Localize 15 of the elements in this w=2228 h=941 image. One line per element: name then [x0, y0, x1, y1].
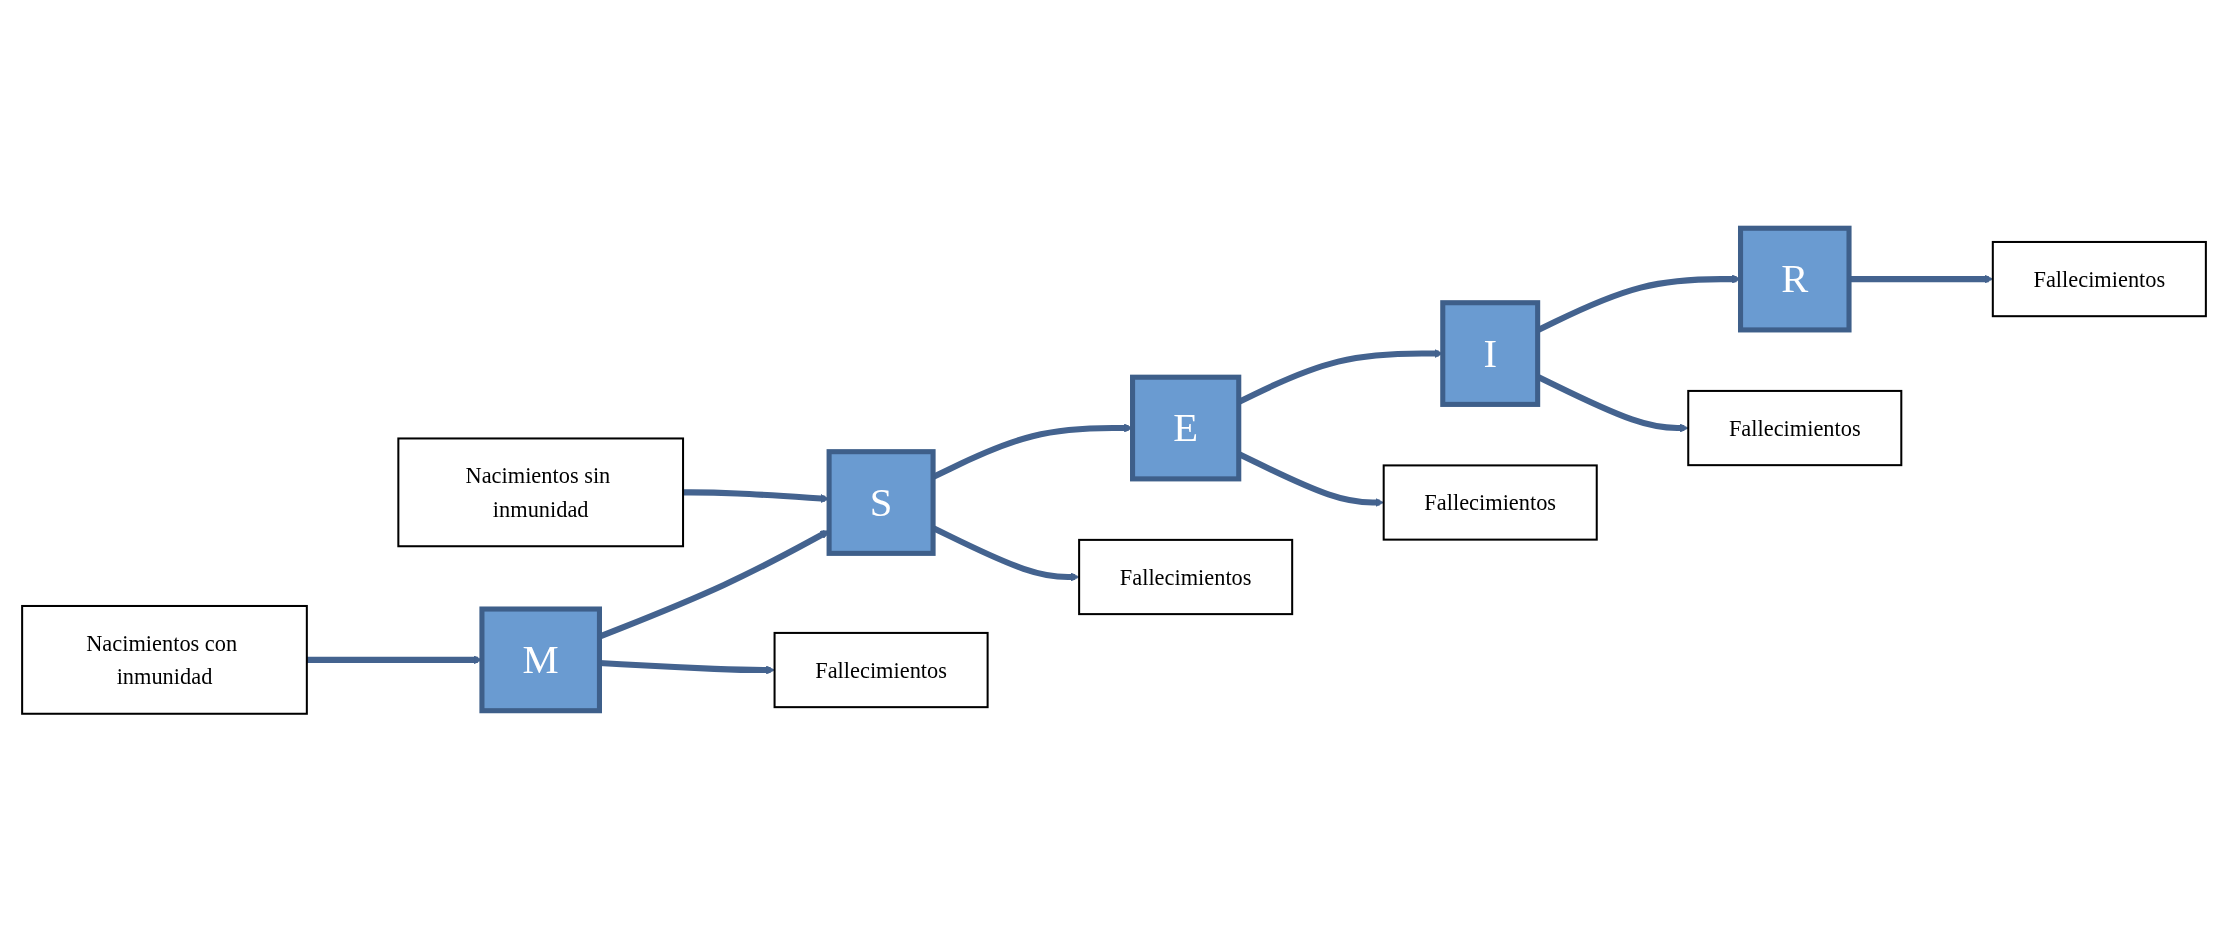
node-box: Fallecimientos [1078, 538, 1294, 615]
arrow [683, 488, 830, 503]
node-box: M [479, 606, 602, 713]
node-box: Nacimientos con inmunidad [21, 604, 308, 715]
node-box: Fallecimientos [1991, 240, 2207, 317]
node-box: Nacimientos sin inmunidad [397, 436, 685, 547]
node-box: Fallecimientos [1687, 389, 1903, 466]
arrow [1849, 274, 1994, 284]
node-box: Fallecimientos [1382, 463, 1598, 541]
arrow [599, 659, 775, 674]
node-box: R [1738, 225, 1852, 332]
node-box: I [1440, 299, 1541, 407]
node-box: Fallecimientos [773, 631, 989, 708]
node-box: E [1130, 374, 1242, 481]
node-box: S [826, 448, 936, 556]
